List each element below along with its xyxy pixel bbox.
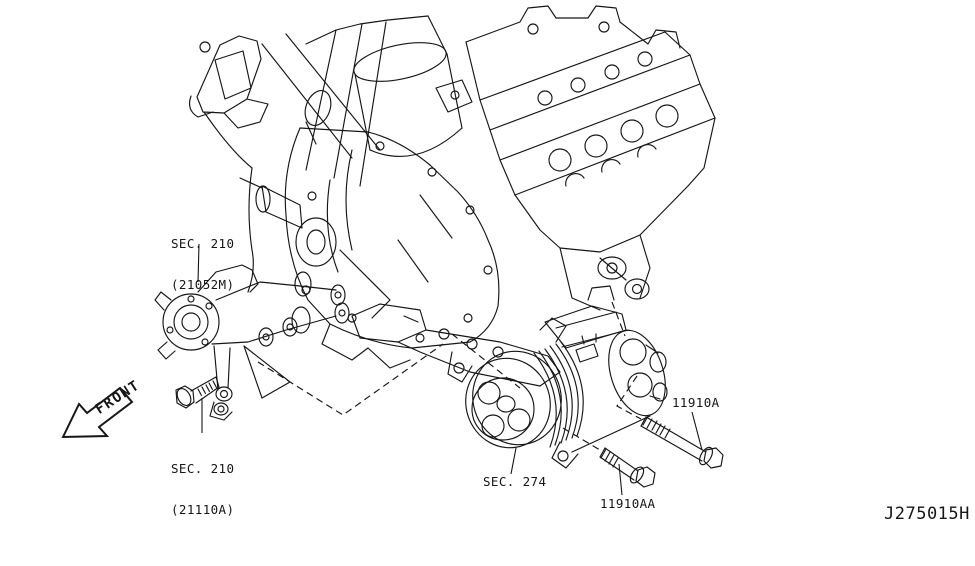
callout-sec274: SEC. 274 bbox=[483, 474, 547, 489]
callout-sec210-bracket-line1: SEC. 210 bbox=[171, 236, 235, 251]
callout-sec210-bolt-line1: SEC. 210 bbox=[171, 461, 235, 476]
bolt-11910a-drawing bbox=[641, 416, 723, 468]
sec210-bracket-drawing bbox=[155, 265, 349, 420]
leader-11910a bbox=[692, 412, 702, 450]
engine-drawing bbox=[190, 6, 715, 386]
callout-sec210-bolt: SEC. 210 (21110A) bbox=[171, 435, 234, 543]
callout-leader-lines bbox=[198, 244, 702, 495]
front-arrow-icon bbox=[63, 388, 132, 437]
alignment-dash-lines bbox=[258, 302, 641, 450]
callout-sec210-bracket: SEC. 210 (21052M) bbox=[171, 210, 234, 318]
bolt-11910aa-drawing bbox=[600, 448, 655, 487]
callout-sec210-bolt-line2: (21110A) bbox=[171, 501, 235, 517]
leader-sec274 bbox=[511, 448, 516, 474]
compressor-drawing bbox=[454, 286, 675, 468]
leader-11910aa bbox=[619, 464, 622, 495]
drawing-code: J275015H bbox=[884, 504, 970, 524]
bracket-bolt-drawing bbox=[174, 377, 219, 408]
callout-11910aa: 11910AA bbox=[600, 496, 656, 511]
callout-sec210-bracket-line2: (21052M) bbox=[171, 276, 235, 292]
callout-11910a: 11910A bbox=[672, 395, 720, 410]
leader-sec210-bracket bbox=[198, 244, 199, 282]
